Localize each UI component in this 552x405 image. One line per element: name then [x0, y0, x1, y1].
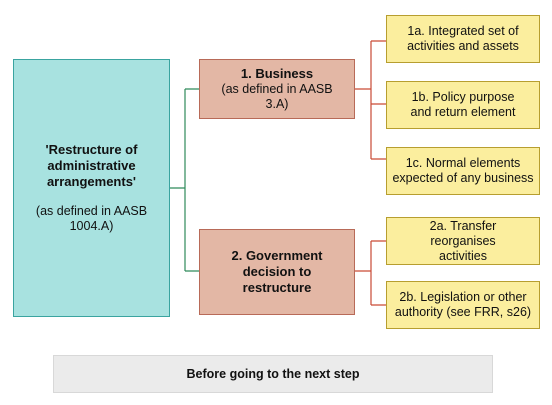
branch-government-decision: 2. Government decision to restructure: [199, 229, 355, 315]
branch-business: 1. Business (as defined in AASB 3.A): [199, 59, 355, 119]
branch1-connector: [355, 40, 386, 160]
leaf-1a: 1a. Integrated set of activities and ass…: [386, 15, 540, 63]
leaf-1a-label: 1a. Integrated set of activities and ass…: [407, 24, 519, 53]
branch2-connector: [355, 240, 386, 306]
leaf-1c: 1c. Normal elements expected of any busi…: [386, 147, 540, 195]
leaf-2a-label: 2a. Transfer reorganises activities: [429, 218, 497, 263]
leaf-2b-label: 2b. Legislation or other authority (see …: [394, 290, 532, 319]
root-subtitle: (as defined in AASB 1004.A): [35, 204, 148, 233]
branch-government-label: 2. Government decision to restructure: [231, 248, 323, 295]
leaf-1c-label: 1c. Normal elements expected of any busi…: [392, 156, 534, 185]
next-step-label: Before going to the next step: [186, 367, 360, 381]
leaf-2b: 2b. Legislation or other authority (see …: [386, 281, 540, 329]
branch-business-note: (as defined in AASB 3.A): [221, 82, 333, 111]
root-node: 'Restructure of administrative arrangeme…: [13, 59, 170, 317]
root-connector: [170, 88, 199, 272]
next-step-banner: Before going to the next step: [53, 355, 493, 393]
root-title: 'Restructure of administrative arrangeme…: [45, 142, 138, 189]
leaf-1b-label: 1b. Policy purpose and return element: [410, 90, 516, 119]
leaf-2a: 2a. Transfer reorganises activities: [386, 217, 540, 265]
leaf-1b: 1b. Policy purpose and return element: [386, 81, 540, 129]
branch-business-label: 1. Business: [240, 66, 314, 81]
